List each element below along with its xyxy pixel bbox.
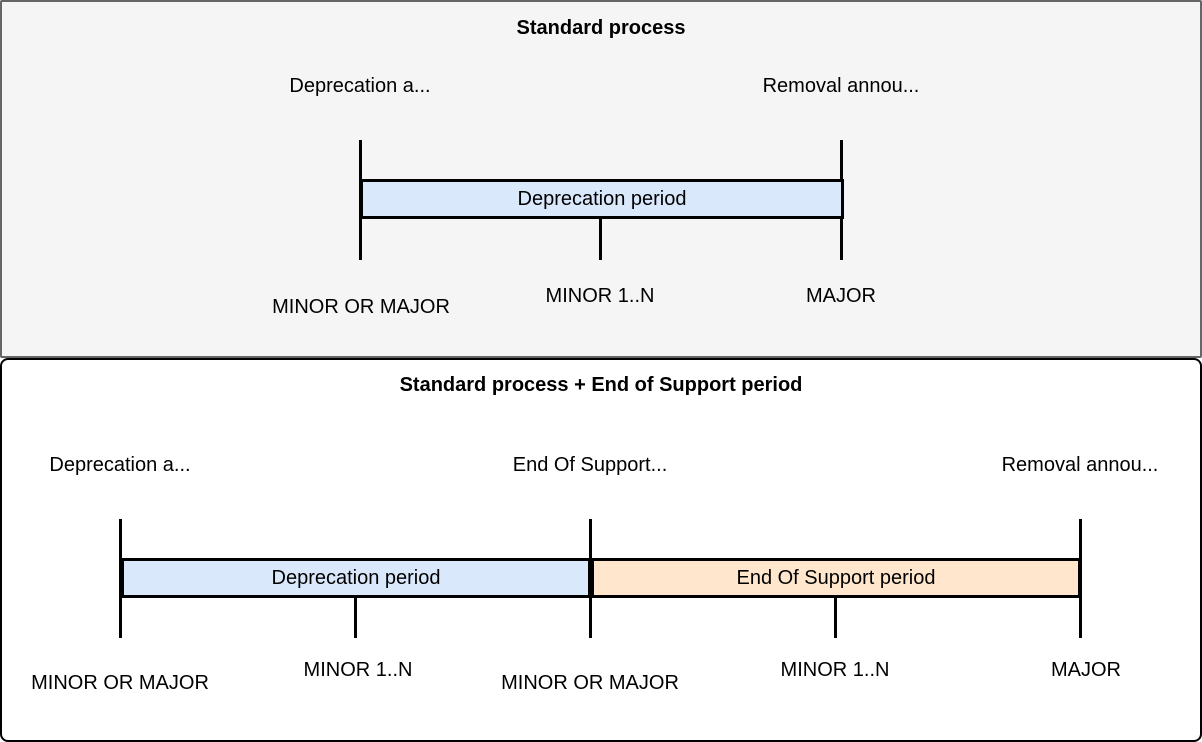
standard-process-title: Standard process [516,17,686,39]
milestone-major-label: MAJOR [1051,659,1121,681]
deprecation-announcement-label: Deprecation a... [289,75,431,97]
standard-process-panel: Standard process Deprecation a... Remova… [0,0,1202,358]
removal-announcement-label: Removal annou... [1001,454,1159,476]
standard-process-eos-panel: Standard process + End of Support period… [0,358,1202,742]
milestone-minor-or-major-label: MINOR OR MAJOR [272,296,450,318]
milestone-major-label: MAJOR [806,285,876,307]
standard-process-eos-title: Standard process + End of Support period [399,374,803,396]
milestone-minor-or-major-label: MINOR OR MAJOR [31,672,209,694]
timeline-tick-mid-deprecation [354,598,357,638]
milestone-minor-1n-label: MINOR 1..N [780,659,890,681]
milestone-minor-1n-label: MINOR 1..N [303,659,413,681]
timeline-tick-mid [599,219,602,260]
end-of-support-announcement-label: End Of Support... [512,454,668,476]
deprecation-period-bar: Deprecation period [360,179,844,219]
deprecation-announcement-label: Deprecation a... [49,454,191,476]
milestone-minor-1n-label: MINOR 1..N [545,285,655,307]
end-of-support-period-bar: End Of Support period [591,558,1081,598]
removal-announcement-label: Removal annou... [762,75,920,97]
timeline-tick-start [119,519,122,638]
deprecation-period-bar: Deprecation period [121,558,591,598]
milestone-minor-or-major-label: MINOR OR MAJOR [501,672,679,694]
timeline-tick-mid-eos [834,598,837,638]
